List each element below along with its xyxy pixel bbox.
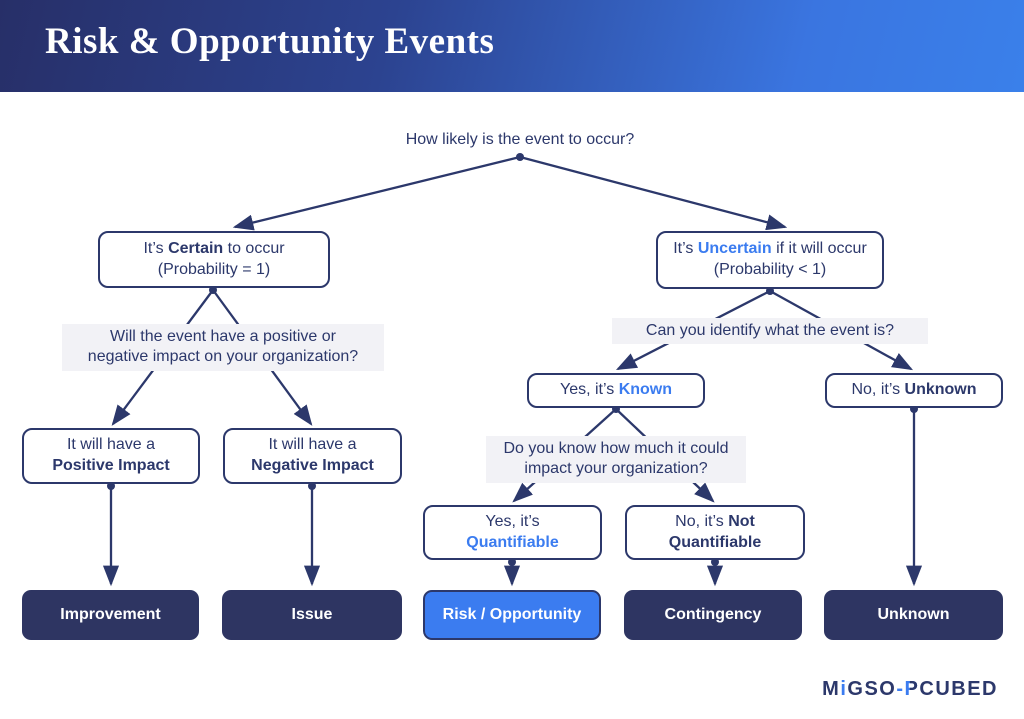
question-impact: Will the event have a positive or negati… — [62, 324, 384, 371]
node-quantifiable-line2: Quantifiable — [466, 533, 559, 551]
node-unknown-line1: No, it’s Unknown — [851, 381, 977, 399]
outcome-risk-opportunity: Risk / Opportunity — [423, 590, 601, 640]
question-quantify-line1: Do you know how much it could — [503, 440, 729, 457]
node-not-quantifiable: No, it’s Not Quantifiable — [625, 505, 805, 560]
question-identify-text: Can you identify what the event is? — [645, 322, 895, 339]
question-impact-line1: Will the event have a positive or — [110, 328, 336, 345]
outcome-improvement: Improvement — [22, 590, 199, 640]
node-unknown: No, it’s Unknown — [825, 373, 1003, 408]
logo-letters-cubed: CUBED — [919, 678, 998, 700]
node-quantifiable-line1: Yes, it’s — [485, 512, 540, 530]
question-identify: Can you identify what the event is? — [612, 318, 928, 345]
logo-letter-m: M — [822, 678, 841, 700]
question-impact-line2: negative impact on your organization? — [87, 348, 359, 366]
page-title: Risk & Opportunity Events — [45, 21, 495, 62]
node-uncertain-line1: It’s Uncertain if it will occur — [673, 240, 867, 258]
question-root-text: How likely is the event to occur? — [405, 131, 635, 148]
node-certain-line2: (Probability = 1) — [157, 260, 271, 278]
node-positive-line1: It will have a — [66, 436, 156, 454]
node-uncertain-line2: (Probability < 1) — [713, 261, 827, 278]
header-banner: Risk & Opportunity Events — [0, 0, 1024, 92]
node-certain-line1: It’s Certain to occur — [143, 239, 285, 257]
question-quantify-line2: impact your organization? — [524, 460, 708, 478]
node-not-quantifiable-line2: Quantifiable — [668, 533, 762, 551]
logo-letters-gso: GSO — [847, 678, 897, 700]
node-negative-line1: It will have a — [268, 436, 357, 454]
outcome-contingency: Contingency — [624, 590, 802, 640]
node-uncertain: It’s Uncertain if it will occur (Probabi… — [656, 231, 884, 289]
logo-hyphen: - — [896, 678, 905, 700]
node-negative-impact: It will have a Negative Impact — [223, 428, 402, 484]
node-positive-line2: Positive Impact — [52, 457, 170, 474]
question-root: How likely is the event to occur? — [360, 127, 680, 153]
node-quantifiable: Yes, it’s Quantifiable — [423, 505, 602, 560]
node-certain: It’s Certain to occur (Probability = 1) — [98, 231, 330, 288]
node-not-quantifiable-line1: No, it’s Not — [675, 512, 755, 530]
logo-letter-i: i — [840, 678, 848, 700]
node-known-line1: Yes, it’s Known — [559, 381, 673, 399]
question-quantify: Do you know how much it could impact you… — [486, 436, 746, 483]
outcome-unknown: Unknown — [824, 590, 1003, 640]
node-positive-impact: It will have a Positive Impact — [22, 428, 200, 484]
outcome-issue: Issue — [222, 590, 402, 640]
node-negative-line2: Negative Impact — [251, 457, 374, 474]
node-known: Yes, it’s Known — [527, 373, 705, 408]
